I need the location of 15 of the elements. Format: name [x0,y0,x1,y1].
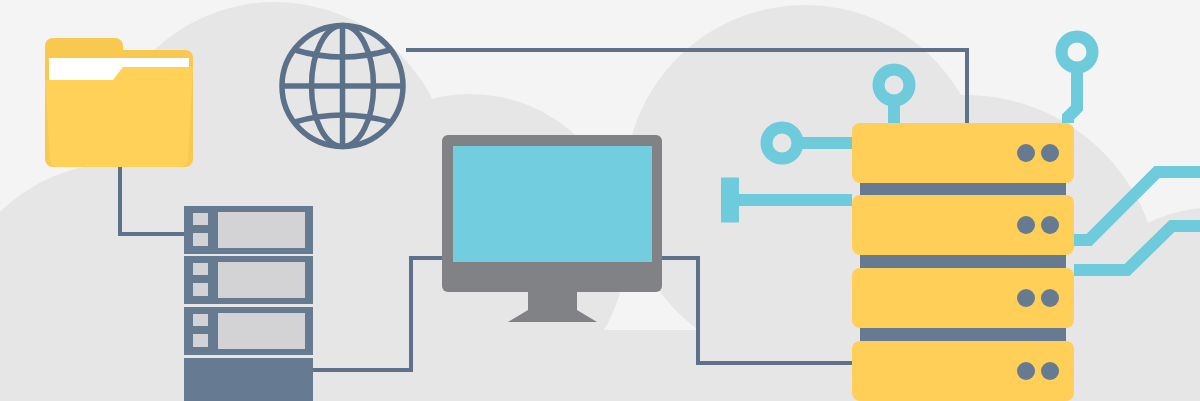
computer-monitor-icon [442,135,662,322]
circuit-trace [1055,30,1099,123]
folder-icon [45,38,193,167]
circuit-trace [1074,166,1200,246]
connector-line [313,256,442,372]
circuit-trace [760,121,852,165]
connector-line [662,256,852,365]
circuit-trace [721,177,852,223]
globe-icon [279,22,406,150]
circuit-trace [1074,220,1200,276]
server-rack-icon [184,206,313,401]
circuit-trace [872,63,916,123]
connector-line [118,167,184,236]
connector-line [406,48,969,123]
server-stack-icon [852,123,1074,401]
